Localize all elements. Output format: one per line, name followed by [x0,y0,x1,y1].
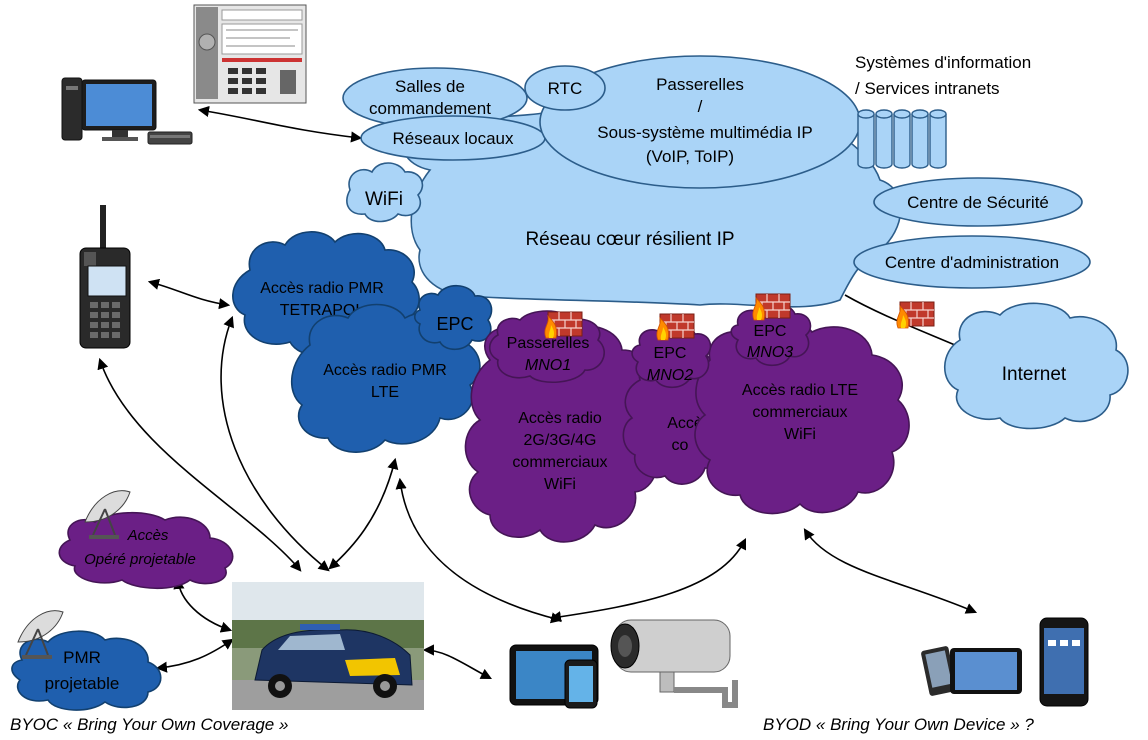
acces-lte-line3: WiFi [784,426,816,443]
police-car-photo [232,582,424,710]
passerelles-line1: Passerelles [656,75,744,94]
byoc-caption: BYOC « Bring Your Own Coverage » [10,715,288,734]
handheld-radio-icon [79,205,131,349]
acces-2g-line4: WiFi [544,476,576,493]
satellite-dish-icon [17,490,131,659]
reseaux-locaux-label: Réseaux locaux [393,129,514,148]
arrow-car-acces [173,577,233,633]
passerelles-multimedia: Passerelles / Sous-système multimédia IP… [539,55,861,189]
arrow-radio-tetrapol [147,278,231,310]
acces-2g-line2: 2G/3G/4G [524,432,597,449]
lte-line1: Accès radio PMR [323,362,447,379]
mno2-sub: MNO2 [647,367,693,384]
mno1-sub: MNO1 [525,357,571,374]
tablet-phone-icon [509,644,599,709]
byod-caption: BYOD « Bring Your Own Device » ? [763,715,1034,734]
arrow-computer-lan [197,105,363,143]
mno3-title: EPC [754,323,787,340]
pmr-projetable-line2: projetable [45,674,120,693]
internet-label: Internet [1002,364,1067,385]
byod-devices-icon [921,617,1089,707]
acces-opere-line1: Accès [127,527,169,544]
pmr-epc-cloud: EPC [413,284,493,351]
epc-label: EPC [436,314,473,334]
wifi-label: WiFi [365,189,403,210]
information-systems-databases: Systèmes d'information / Services intran… [855,53,1031,169]
security-camera-icon [610,619,738,708]
passerelles-line3: Sous-système multimédia IP [597,123,812,142]
passerelles-line2: / [698,97,703,116]
centre-securite: Centre de Sécurité [873,177,1083,227]
internet-cloud: Internet [944,302,1129,430]
acces-lte-line2: commerciaux [752,404,847,421]
si-label-line2: / Services intranets [855,79,1000,98]
mno2-title: EPC [654,345,687,362]
mno1-title: Passerelles [507,335,590,352]
centre-administration: Centre d'administration [853,235,1091,289]
salles-commandement: Salles de commandement [342,67,528,129]
rtc-label: RTC [548,79,583,98]
si-label-line1: Systèmes d'information [855,53,1031,72]
tetrapol-line2: TETRAPOL [280,302,365,319]
salles-label-line2: commandement [369,99,491,118]
arrow-lte-tablet [395,477,563,624]
connection-arrows [97,105,978,680]
arrow-commercial-tablet [549,537,747,623]
tetrapol-line1: Accès radio PMR [260,280,384,297]
acces-2g-line3: commerciaux [512,454,607,471]
mno3-sub: MNO3 [747,344,793,361]
acces-2g-line1: Accès radio [518,410,602,427]
rtc: RTC [524,65,606,111]
lte-line2: LTE [371,384,399,401]
core-network-label: Réseau cœur résilient IP [525,229,734,250]
pmr-projetable-cloud: PMR projetable [11,630,162,711]
passerelles-line4: (VoIP, ToIP) [646,147,734,166]
centre-securite-label: Centre de Sécurité [907,193,1049,212]
arrow-commercial-byod [803,528,978,614]
wifi-cloud: WiFi [346,162,424,223]
desktop-computer-icon [61,77,193,145]
acces-mid-line2: co [672,437,689,454]
arrow-lte-car [328,457,399,570]
arrow-tetrapol-car [220,315,330,572]
arrow-car-pmr [155,638,234,673]
acces-opere-cloud: Accès Opéré projetable [58,511,234,590]
centre-admin-label: Centre d'administration [885,253,1059,272]
acces-opere-line2: Opéré projetable [84,551,196,568]
mno2-cloud: EPC MNO2 [631,323,712,389]
commercial-lte-cloud: Accès radio LTE commerciaux WiFi [694,318,910,515]
radio-console-icon [193,4,307,104]
database-cylinder-icon [857,109,947,169]
reseaux-locaux: Réseaux locaux [360,115,546,161]
acces-lte-line1: Accès radio LTE [742,382,858,399]
acces-mid-line1: Accè [667,415,703,432]
arrow-car-tablet [422,644,492,680]
pmr-projetable-line1: PMR [63,648,101,667]
salles-label-line1: Salles de [395,77,465,96]
